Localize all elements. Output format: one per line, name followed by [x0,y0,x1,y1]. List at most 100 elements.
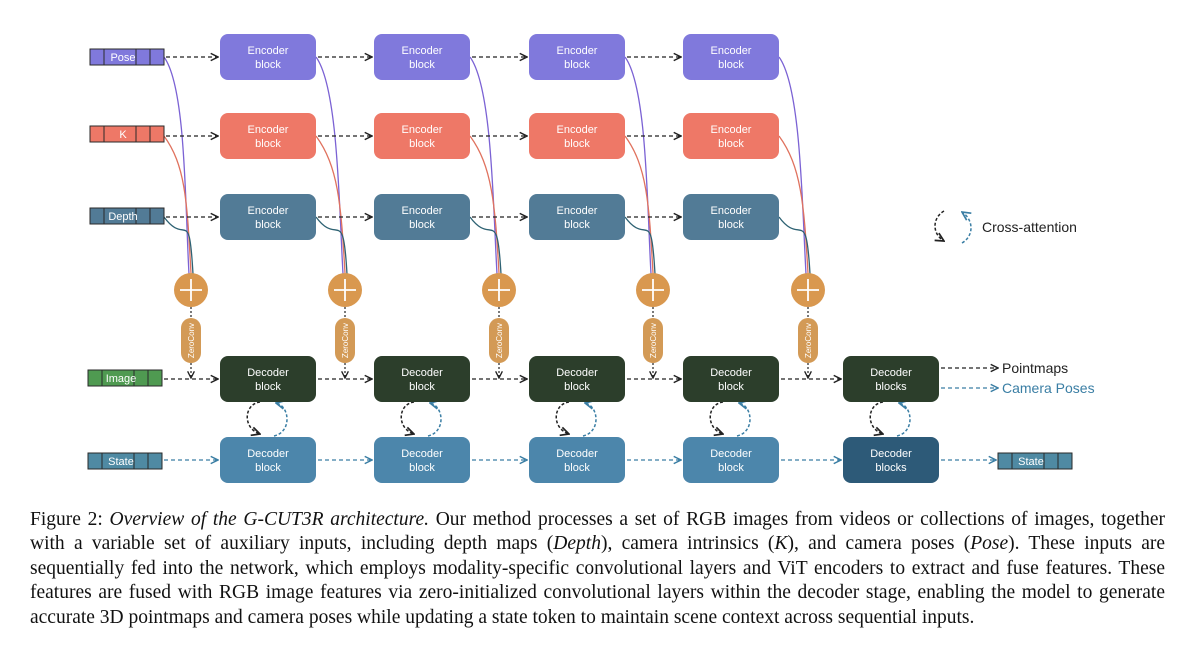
depth-feature-line [163,216,194,275]
image-decoder-block-label-2: block [409,381,435,393]
pose-encoder-block-body [374,34,470,80]
k-encoder-block-label-1: Encoder [248,124,289,136]
pose-feature-line [624,56,652,275]
cross-attention-arrow-down [400,401,414,434]
depth-feature-line [469,216,502,275]
depth-encoder-block-label-2: block [564,219,590,231]
cross-attention-loop [869,401,911,437]
k-feature-line [624,135,654,274]
image-input-token: Image [87,369,163,387]
state-input-token: State [87,452,163,470]
depth-input-token-body [89,207,165,225]
cross-attention-loop [246,401,288,437]
image-decoder-blocks-label-2: blocks [875,381,907,393]
caption-k-term: K [774,533,788,555]
k-encoder-block-label-1: Encoder [557,124,598,136]
state-decoder-blocks-label-1: Decoder [870,448,912,460]
pose-encoder-block-body [529,34,625,80]
pose-encoder-block-body [683,34,779,80]
state-input-token-body [87,452,163,470]
state-decoder-block-body [683,437,779,483]
pose-encoder-block-body [220,34,316,80]
cross-attention-arrow-down [869,401,883,434]
caption-text-4: ). These inputs are sequentially fed int… [30,533,1165,628]
state-decoder-blocks-body [843,437,939,483]
k-feature-line [469,135,500,274]
pose-feature-line [163,56,190,275]
depth-encoder-block-label-2: block [718,219,744,231]
state-output-token-label: State [1018,456,1044,468]
pose-encoder-block: Encoder block [220,34,316,80]
zeroconv-label: ZeroConv [341,323,350,358]
pose-feature-line [469,56,498,275]
depth-input-token: Depth [89,207,165,225]
cross-attention-arrow-up [273,403,288,437]
state-output-token: State [997,452,1073,470]
zeroconv-label: ZeroConv [187,323,196,358]
cross-attention-loop [709,401,751,437]
image-decoder-block-label-2: block [564,381,590,393]
depth-encoder-block-body [529,194,625,240]
figure-caption: Figure 2: Overview of the G-CUT3R archit… [30,508,1165,630]
caption-title: Overview of the G-CUT3R architecture. [109,509,429,530]
caption-pose-term: Pose [970,533,1009,555]
zeroconv-label: ZeroConv [649,323,658,358]
pose-encoder-block-label-1: Encoder [711,45,752,57]
cross-attention-loop [555,401,597,437]
state-decoder-block-body [529,437,625,483]
pose-encoder-block-label-1: Encoder [402,45,443,57]
legend-arrow-blue [962,212,972,244]
depth-feature-line [624,216,656,275]
cross-attention-icon [934,210,972,244]
k-encoder-block-label-1: Encoder [711,124,752,136]
k-input-token-body [89,125,165,143]
image-decoder-block-body [220,356,316,402]
caption-text-2: ), camera intrinsics ( [600,533,775,555]
cross-attention-arrow-down [246,401,260,434]
image-decoder-blocks-body [843,356,939,402]
image-decoder-block-label-1: Decoder [710,367,752,379]
add-node-icon [174,273,208,307]
caption-text-1: Our method processes a set of RGB images… [30,509,1165,555]
caption-depth-term: Depth [553,533,601,555]
pose-encoder-block-label-1: Encoder [248,45,289,57]
add-node-icon [482,273,516,307]
k-encoder-block: Encoder block [220,113,316,159]
pose-encoder-block-label-2: block [255,59,281,71]
state-decoder-blocks-label-2: blocks [875,462,907,474]
depth-encoder-block-label-1: Encoder [711,205,752,217]
pointmaps-label: Pointmaps [1002,360,1068,376]
depth-encoder-block-body [374,194,470,240]
depth-encoder-block-body [683,194,779,240]
pose-encoder-block-label-2: block [564,59,590,71]
k-input-token-label: K [119,129,127,141]
cross-attention-arrow-down [555,401,569,434]
depth-encoder-block-body [220,194,316,240]
cross-attention-loop [400,401,442,437]
zeroconv-pill [489,318,509,363]
k-feature-line [315,135,346,274]
zeroconv-layer: ZeroConv [335,318,355,363]
cross-attention-arrow-down [709,401,723,434]
state-decoder-block-label-2: block [409,462,435,474]
image-decoder-block-label-2: block [255,381,281,393]
image-decoder-block-body [529,356,625,402]
state-decoder-block-body [220,437,316,483]
state-decoder-block-label-1: Decoder [247,448,289,460]
state-decoder-block-label-1: Decoder [401,448,443,460]
k-encoder-block-label-2: block [255,138,281,150]
pose-feature-line [778,56,807,275]
caption-text-3: ), and camera poses ( [787,533,971,555]
state-input-token-label: State [108,456,134,468]
state-output-token-body [997,452,1073,470]
k-feature-line [778,135,809,274]
legend-arrow-dark [934,210,944,241]
image-decoder-blocks-label-1: Decoder [870,367,912,379]
state-decoder-block-body [374,437,470,483]
depth-encoder-block: Encoder block [683,194,779,240]
